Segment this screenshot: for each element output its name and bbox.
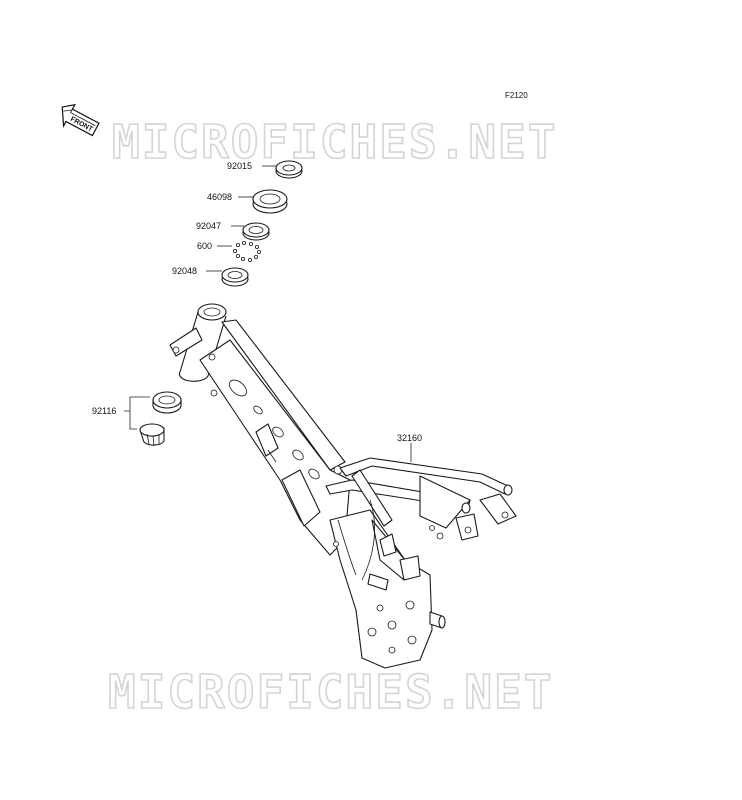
part-label-46098: 46098 <box>207 192 232 202</box>
front-direction-arrow-icon: FRONT <box>61 103 100 137</box>
part-label-92015: 92015 <box>227 161 252 171</box>
part-label-92047: 92047 <box>196 221 221 231</box>
part-label-600: 600 <box>197 241 212 251</box>
part-label-92048: 92048 <box>172 266 197 276</box>
part-92047-graphic <box>231 222 270 241</box>
figure-code: F2120 <box>505 91 528 100</box>
part-92015-graphic <box>262 160 303 179</box>
watermark-top: MICROFICHES.NET <box>112 115 557 169</box>
part-label-92116: 92116 <box>92 406 116 416</box>
watermark-bottom: MICROFICHES.NET <box>108 665 553 719</box>
frame-32160-graphic <box>169 303 517 669</box>
part-label-32160: 32160 <box>397 433 422 443</box>
part-92048-graphic <box>206 267 249 287</box>
part-92116-graphic <box>124 391 182 447</box>
part-600-balls-graphic <box>217 240 261 262</box>
part-46098-graphic <box>238 189 288 214</box>
